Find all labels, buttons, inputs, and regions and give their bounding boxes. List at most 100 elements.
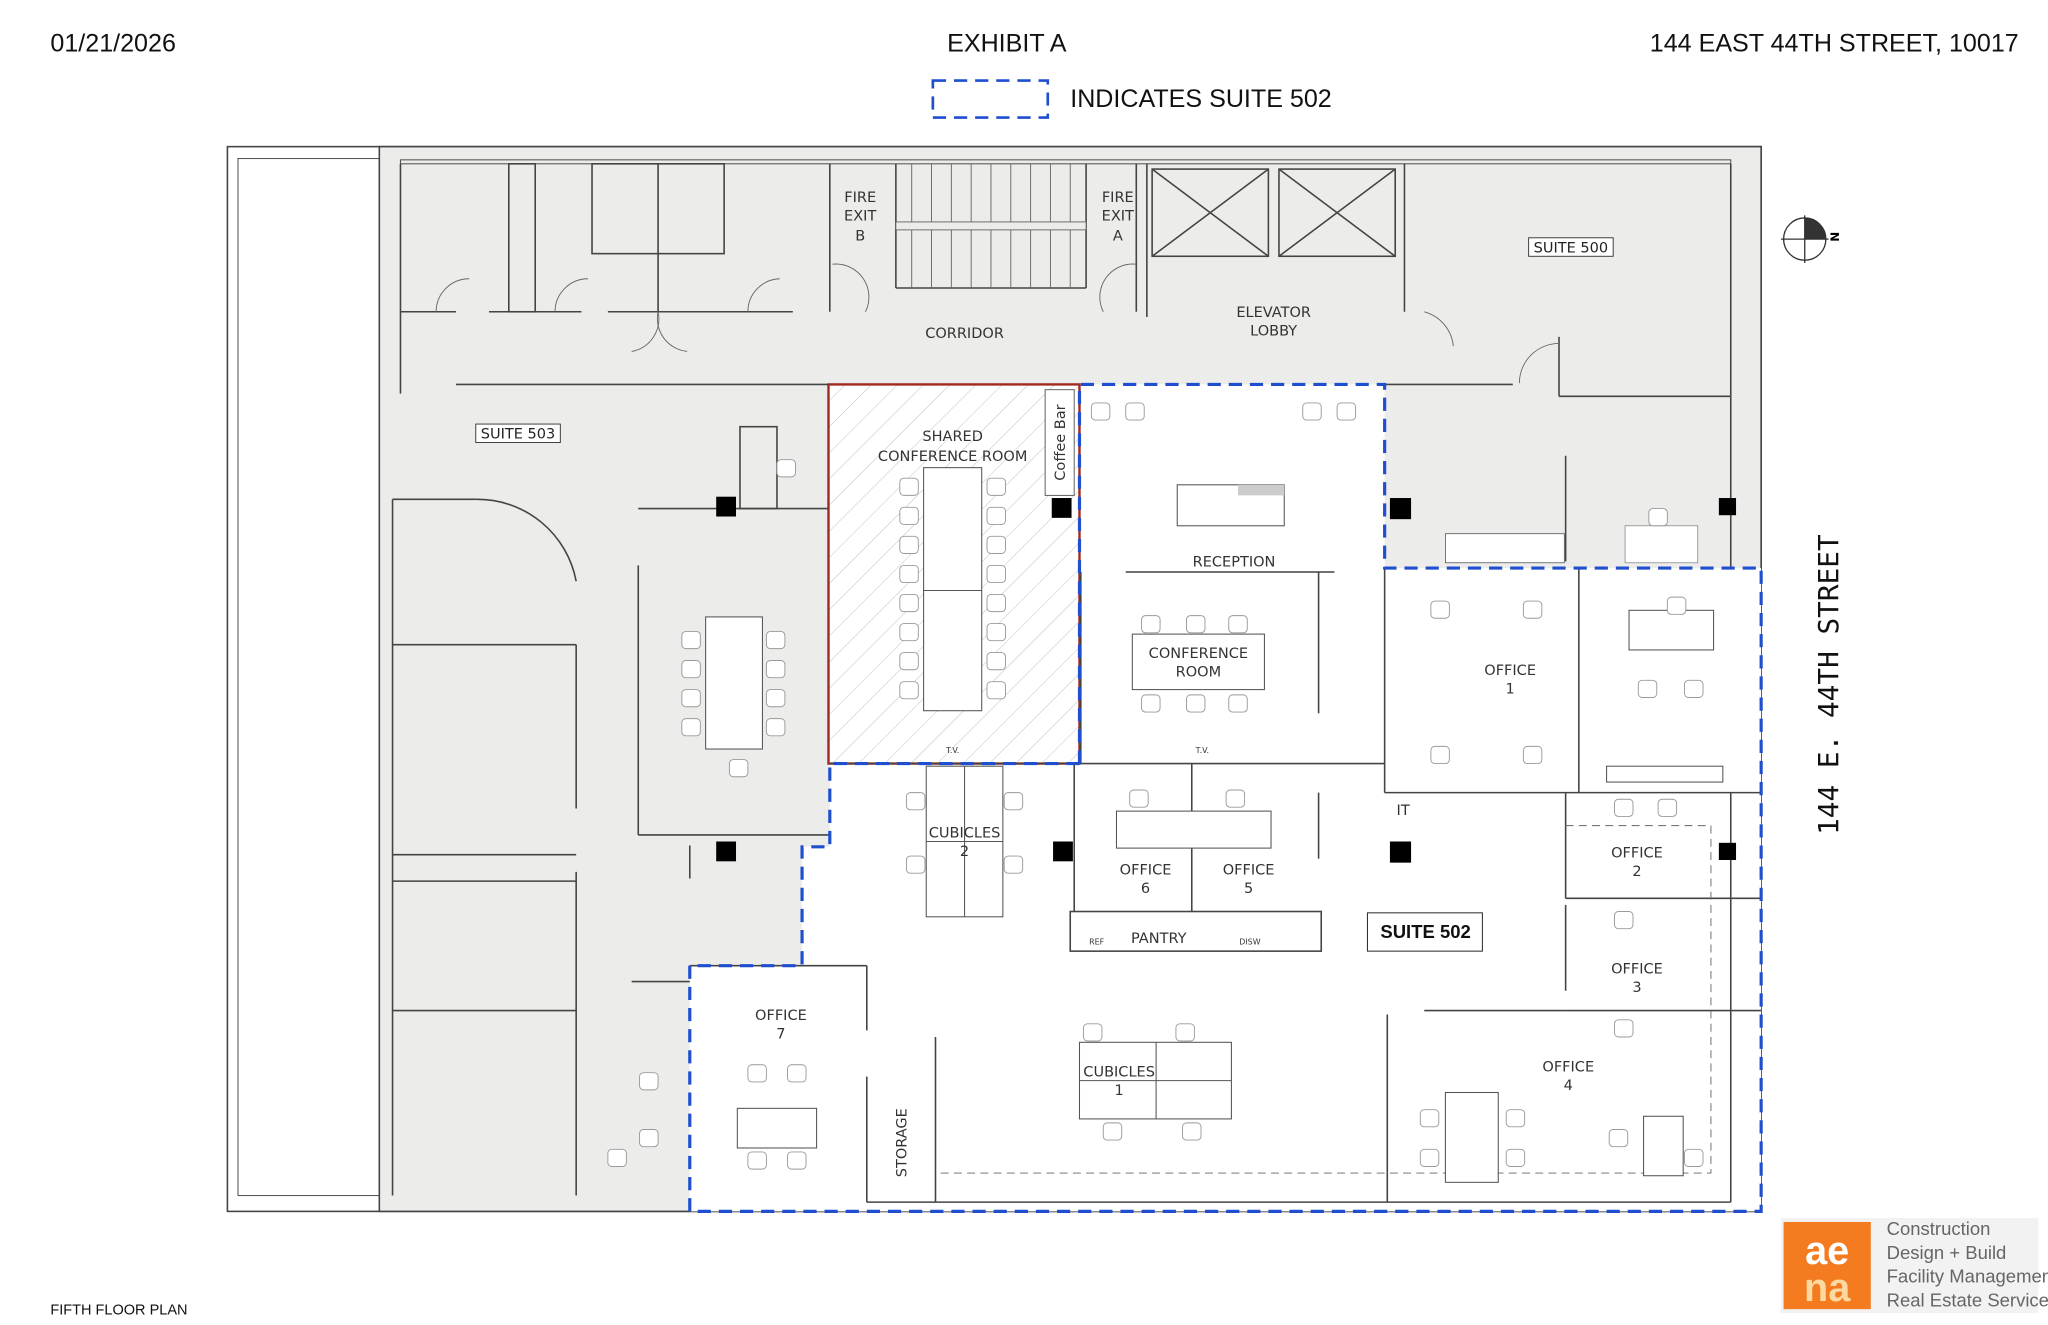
chair xyxy=(1225,789,1246,808)
reception-label: RECEPTION xyxy=(1193,555,1276,571)
coffee-bar-label: Coffee Bar xyxy=(1053,404,1069,480)
tv-label-conference: T.V. xyxy=(1195,746,1209,755)
structural-columns xyxy=(716,496,1737,863)
chair xyxy=(1228,694,1248,713)
chair xyxy=(1614,1019,1634,1038)
north-arrow-icon: N xyxy=(1780,215,1842,263)
chair xyxy=(787,1064,807,1083)
office-3-label-2: 3 xyxy=(1632,980,1641,996)
chair xyxy=(681,630,701,650)
chair xyxy=(1228,615,1248,634)
chair xyxy=(986,564,1006,584)
address: 144 EAST 44TH STREET, 10017 xyxy=(1650,30,2019,58)
suite-500-label: SUITE 500 xyxy=(1534,240,1608,256)
chair xyxy=(639,1129,659,1148)
chair xyxy=(986,535,1006,554)
office-7-label: OFFICE xyxy=(755,1008,807,1024)
date: 01/21/2026 xyxy=(50,30,176,58)
chair xyxy=(1129,789,1149,808)
shared-conference-label: SHARED xyxy=(922,429,983,445)
street-label: 144 E. 44TH STREET xyxy=(1812,534,1845,835)
chair xyxy=(1430,600,1450,619)
chair xyxy=(986,623,1006,642)
chair xyxy=(1302,402,1322,421)
chair xyxy=(1505,1148,1526,1167)
cubicles-1-label: CUBICLES xyxy=(1083,1065,1155,1081)
office-7-desk xyxy=(736,1107,818,1149)
chair xyxy=(607,1148,627,1167)
furniture xyxy=(705,467,1724,1183)
chair xyxy=(1090,402,1111,421)
chair xyxy=(899,623,919,642)
chair xyxy=(899,681,919,700)
chair xyxy=(747,1151,767,1170)
stairs xyxy=(895,163,1087,288)
legend-swatch xyxy=(931,79,1050,119)
chair xyxy=(986,681,1006,700)
fire-exit-a-label-3: A xyxy=(1113,228,1123,244)
suite-503-table xyxy=(705,616,763,750)
chair xyxy=(787,1151,807,1170)
chair xyxy=(1608,1129,1629,1148)
chair xyxy=(1522,600,1543,619)
chair xyxy=(1684,679,1704,698)
elevator-lobby-label-2: LOBBY xyxy=(1250,324,1297,340)
logo-line-3: Facility Management xyxy=(1887,1266,2048,1287)
chair xyxy=(1082,1023,1103,1042)
office-6-label: OFFICE xyxy=(1120,863,1172,879)
suite-502-area xyxy=(689,384,1762,1212)
chair xyxy=(1186,615,1206,634)
fire-exit-a-label: FIRE xyxy=(1102,190,1134,206)
chair xyxy=(1141,694,1161,713)
dashed-soffit xyxy=(935,825,1712,1174)
chair xyxy=(1182,1122,1202,1141)
chair xyxy=(986,477,1006,496)
chair xyxy=(905,792,926,811)
chair xyxy=(899,564,919,584)
logo-line-1: Construction xyxy=(1887,1218,1991,1239)
chair xyxy=(681,689,701,708)
core-walls xyxy=(399,163,1732,569)
fire-exit-a-label-2: EXIT xyxy=(1102,209,1134,225)
exhibit-title: EXHIBIT A xyxy=(947,30,1067,58)
it-label: IT xyxy=(1397,803,1410,819)
chair xyxy=(899,535,919,554)
chair xyxy=(681,660,701,679)
chair xyxy=(681,718,701,737)
elevator-lobby-label: ELEVATOR xyxy=(1236,305,1311,321)
chair xyxy=(1505,1109,1526,1128)
office-7-label-2: 7 xyxy=(776,1026,785,1042)
logo-line-4: Real Estate Services xyxy=(1887,1290,2048,1311)
logo-line-2: Design + Build xyxy=(1887,1242,2007,1263)
chair xyxy=(1637,679,1658,698)
chair xyxy=(986,594,1006,613)
shared-conference-label-2: CONFERENCE ROOM xyxy=(878,449,1027,465)
office-5-6-desks xyxy=(1115,810,1272,849)
suite-503-label: SUITE 503 xyxy=(481,427,555,443)
chairs xyxy=(607,402,1704,1170)
conference-table xyxy=(1131,633,1265,691)
office-1-label: OFFICE xyxy=(1484,663,1536,679)
pantry-label: PANTRY xyxy=(1131,931,1187,947)
room-labels: FIRE EXIT B FIRE EXIT A CORRIDOR ELEVATO… xyxy=(475,190,1663,1177)
office-1-desk xyxy=(1628,609,1715,651)
chair xyxy=(905,855,926,874)
dishwasher-label: DISW xyxy=(1239,938,1260,947)
chair xyxy=(1175,1023,1195,1042)
office-2-label: OFFICE xyxy=(1611,845,1663,861)
chair xyxy=(986,652,1006,671)
chair xyxy=(1666,596,1687,615)
chair xyxy=(1430,745,1450,765)
plan-name: FIFTH FLOOR PLAN xyxy=(50,1302,187,1318)
chair xyxy=(728,759,749,778)
legend-text: INDICATES SUITE 502 xyxy=(1070,85,1332,113)
chair xyxy=(765,630,786,650)
conference-room-label-2: ROOM xyxy=(1176,664,1221,680)
chair xyxy=(1614,911,1634,930)
chair xyxy=(1419,1148,1440,1167)
chair xyxy=(986,506,1006,525)
suite-502-label: SUITE 502 xyxy=(1380,921,1470,942)
cubicles-2-label-2: 2 xyxy=(960,844,969,860)
